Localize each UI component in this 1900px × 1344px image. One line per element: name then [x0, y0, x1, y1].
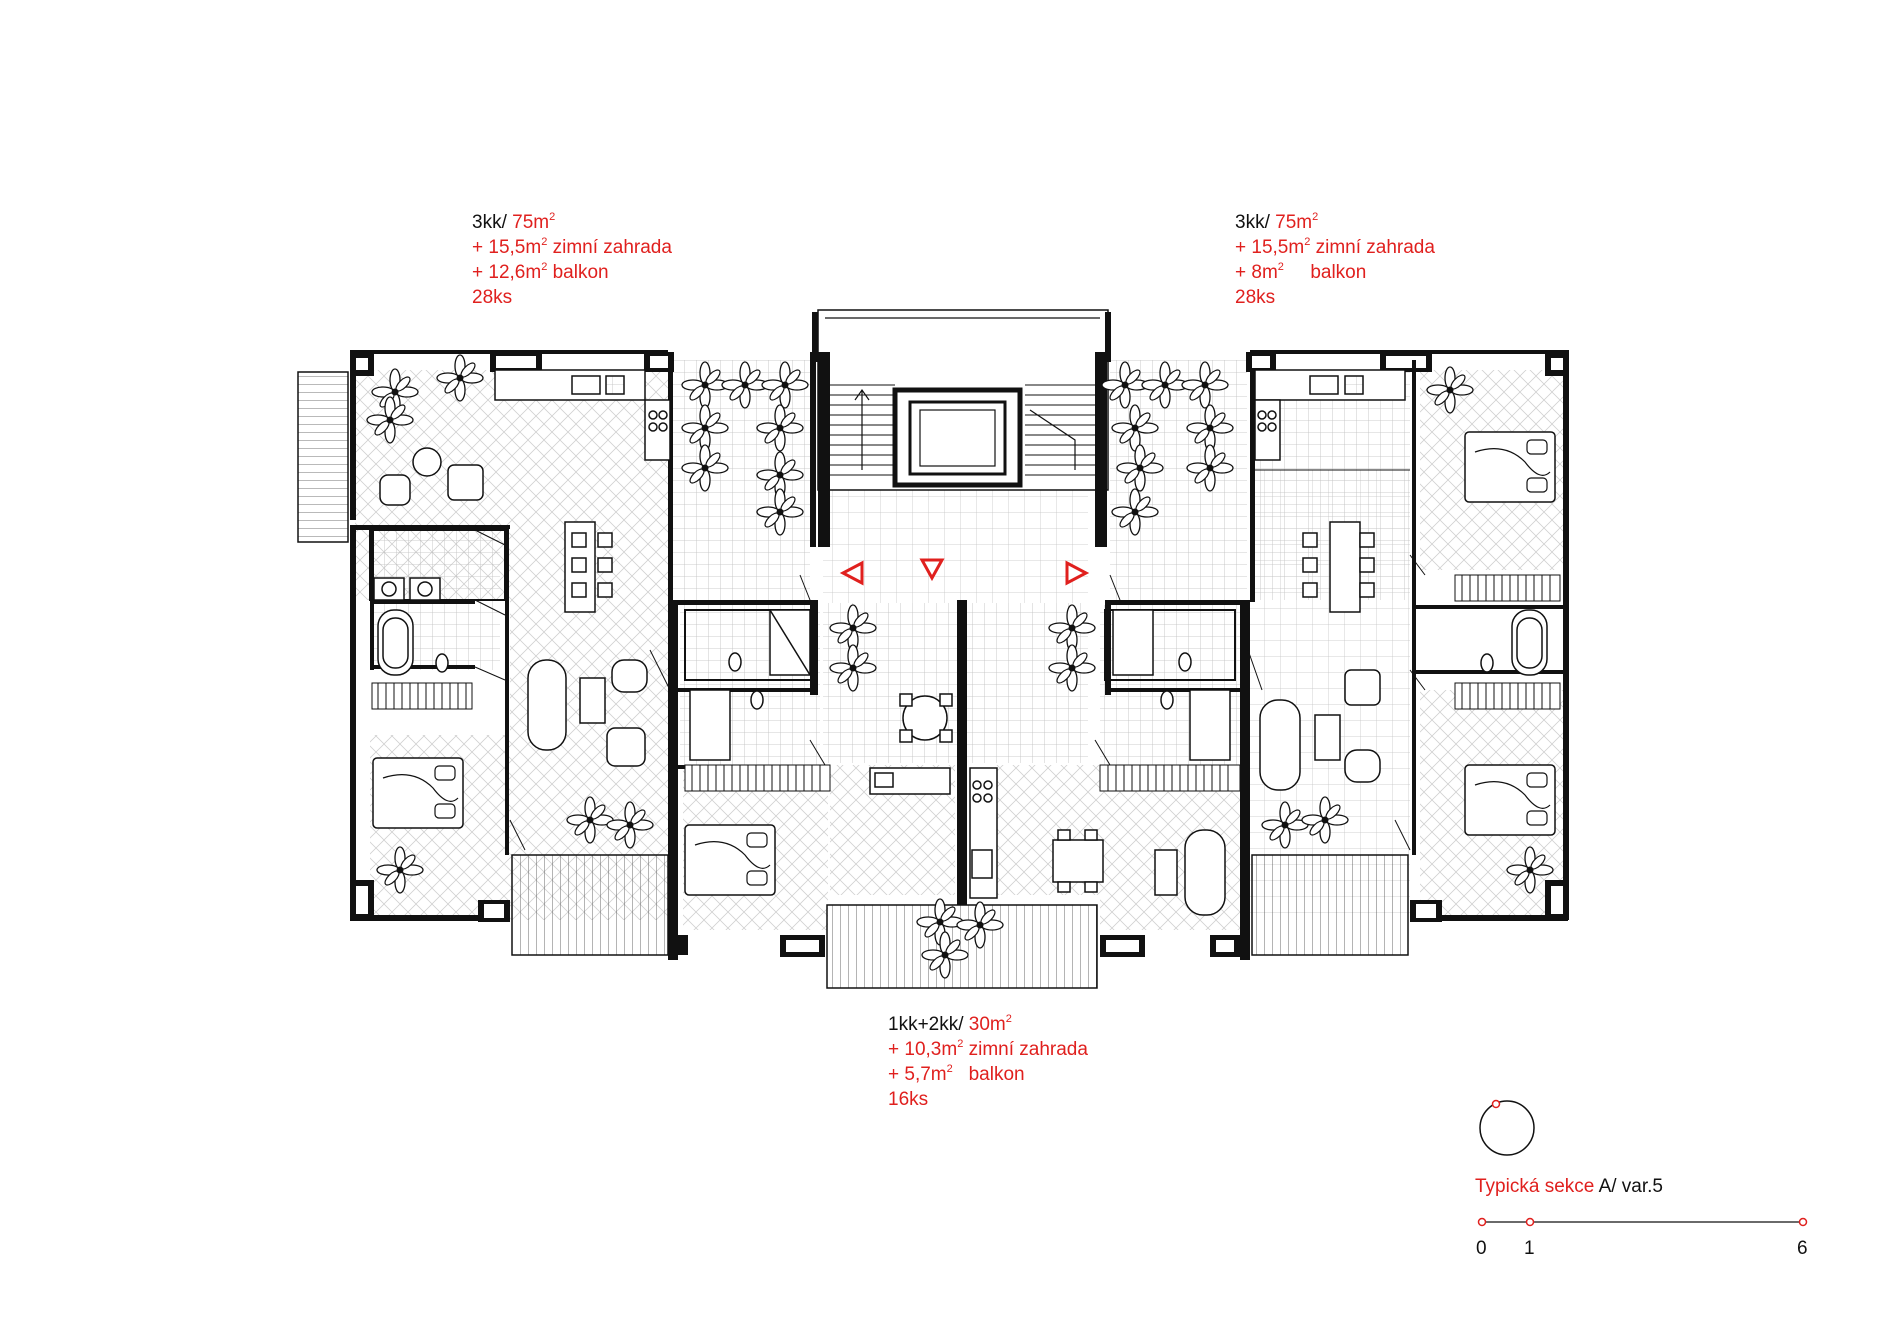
unit-area: 75m: [512, 212, 550, 233]
balconies: [297, 371, 1409, 989]
scale-bar: [1477, 1217, 1808, 1227]
unit-count: 28ks: [1235, 287, 1276, 308]
unit-count: 16ks: [888, 1089, 929, 1110]
unit-area: 75m: [1275, 212, 1313, 233]
garden-area: + 15,5m: [472, 237, 542, 258]
entry-marker-right: [1065, 560, 1090, 586]
scale-tick-6: 6: [1797, 1238, 1808, 1259]
stair-core: [817, 309, 1109, 491]
unit-label-bottom: 1kk+2kk/ 30m2 + 10,3m2 zimní zahrada + 5…: [888, 1013, 1088, 1111]
balcony-area: + 12,6m: [472, 262, 542, 283]
garden-label: zimní zahrada: [552, 237, 672, 258]
unit-label-right: 3kk/ 75m2 + 15,5m2 zimní zahrada + 8m2 b…: [1235, 211, 1435, 309]
garden-label: zimní zahrada: [1315, 237, 1435, 258]
bathroom-fixtures: [373, 577, 1548, 761]
balcony-label: balkon: [968, 1064, 1025, 1085]
unit-label-left: 3kk/ 75m2 + 15,5m2 zimní zahrada + 12,6m…: [472, 211, 672, 309]
unit-type: 3kk/: [472, 212, 507, 233]
entry-marker-left: [839, 560, 864, 586]
scale-tick-0: 0: [1476, 1238, 1487, 1259]
unit-area: 30m: [968, 1014, 1006, 1035]
entry-marker-center: [919, 558, 945, 582]
balcony-area: + 8m: [1235, 262, 1278, 283]
balcony-area: + 5,7m: [888, 1064, 947, 1085]
unit-count: 28ks: [472, 287, 513, 308]
doors: [474, 529, 1426, 851]
furniture: [379, 447, 1381, 916]
north-arrow: [1479, 1099, 1535, 1156]
garden-area: + 10,3m: [888, 1039, 958, 1060]
balcony-label: balkon: [552, 262, 609, 283]
legend-title: Typická sekce A/ var.5: [1475, 1176, 1663, 1198]
garden-area: + 15,5m: [1235, 237, 1305, 258]
kitchen-counters: [494, 369, 1406, 899]
scale-tick-1: 1: [1524, 1238, 1535, 1259]
unit-type: 3kk/: [1235, 212, 1270, 233]
legend-title-black: A/ var.5: [1598, 1176, 1663, 1197]
garden-label: zimní zahrada: [968, 1039, 1088, 1060]
unit-type: 1kk+2kk/: [888, 1014, 964, 1035]
entry-markers: [839, 558, 1090, 586]
legend-title-red: Typická sekce: [1475, 1176, 1595, 1197]
wardrobes: [371, 574, 1561, 792]
balcony-label: balkon: [1310, 262, 1367, 283]
